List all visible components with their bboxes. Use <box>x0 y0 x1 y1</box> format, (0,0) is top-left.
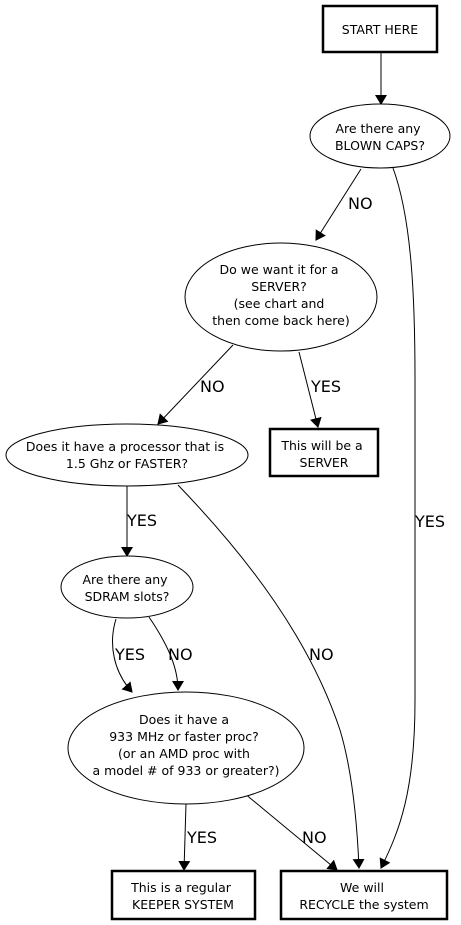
mhz-decision-line: (or an AMD proc with <box>118 746 250 761</box>
edge-label-mhz-yes: YES <box>186 828 217 847</box>
blown-caps-line: Are there any <box>335 121 421 136</box>
svg-text:Are there any SDRAM slot: Are there any SDRAM slots? <box>82 572 171 604</box>
mhz-decision-line: a model # of 933 or greater?) <box>93 763 280 778</box>
edge-label-caps-no: NO <box>348 194 373 213</box>
processor-decision-line: Does it have a processor that is <box>26 439 224 454</box>
edge-sdram-yes <box>112 618 133 693</box>
recycle-result-line: We will <box>340 880 384 895</box>
blown-caps-line: BLOWN CAPS? <box>335 138 425 153</box>
edge-label-server-yes: YES <box>310 377 341 396</box>
edge-label-server-no: NO <box>200 377 225 396</box>
edge-label-sdram-no: NO <box>168 645 193 664</box>
recycle-result: We will RECYCLE the system <box>279 869 449 921</box>
recycle-result-line: RECYCLE the system <box>299 897 428 912</box>
edge-labels: NO YES NO YES YES NO YES NO YES NO <box>114 194 445 847</box>
svg-text:We will RECYCLE the syst: We will RECYCLE the system <box>299 880 428 912</box>
svg-text:Does it have a 933 MHz o: Does it have a 933 MHz or faster proc? (… <box>93 712 280 778</box>
edge-label-caps-yes: YES <box>414 512 445 531</box>
server-result: This will be a SERVER <box>268 427 380 478</box>
edge-mhz-yes <box>178 803 191 871</box>
edge-mhz-no <box>243 792 338 871</box>
sdram-decision-line: SDRAM slots? <box>85 589 170 604</box>
keeper-result-line: KEEPER SYSTEM <box>132 897 234 912</box>
start-node-line: START HERE <box>342 22 419 37</box>
sdram-decision: Are there any SDRAM slots? <box>60 555 194 619</box>
edge-blown-caps-yes <box>379 167 416 869</box>
server-decision-line: Do we want it for a <box>220 262 339 277</box>
edge-blown-caps-no <box>315 168 362 241</box>
mhz-decision-line: 933 MHz or faster proc? <box>109 729 259 744</box>
svg-text:Are there any BLOWN CAPS: Are there any BLOWN CAPS? <box>335 121 425 153</box>
edge-server-yes <box>298 351 322 428</box>
svg-text:Does it have a processor that: Does it have a processor that is 1.5 Ghz… <box>26 439 228 471</box>
server-decision: Do we want it for a SERVER? (see chart a… <box>184 242 378 352</box>
start-node: START HERE <box>321 4 439 54</box>
edge-processor-no <box>177 484 365 869</box>
edge-sdram-no <box>148 616 184 691</box>
server-result-line: SERVER <box>300 455 349 470</box>
server-decision-line: then come back here) <box>212 313 350 328</box>
edge-label-sdram-yes: YES <box>114 645 145 664</box>
mhz-decision-line: Does it have a <box>139 712 229 727</box>
edge-label-mhz-no: NO <box>302 828 327 847</box>
server-decision-line: SERVER? <box>251 279 307 294</box>
sdram-decision-line: Are there any <box>82 572 168 587</box>
svg-text:START HERE: START HERE <box>342 22 419 37</box>
processor-decision-line: 1.5 Ghz or FASTER? <box>66 456 188 471</box>
server-decision-line: (see chart and <box>234 296 325 311</box>
svg-text:This is a regular KEEPER: This is a regular KEEPER SYSTEM <box>130 880 235 912</box>
keeper-result: This is a regular KEEPER SYSTEM <box>110 869 257 921</box>
edge-server-no <box>157 344 234 425</box>
edge-label-proc-no: NO <box>309 645 334 664</box>
server-result-line: This will be a <box>280 438 362 453</box>
svg-text:Do we want it for a SERV: Do we want it for a SERVER? (see chart a… <box>212 262 350 328</box>
edge-label-proc-yes: YES <box>126 511 157 530</box>
svg-text:This will be a SERVER: This will be a SERVER <box>280 438 366 470</box>
mhz-decision: Does it have a 933 MHz or faster proc? (… <box>67 691 305 805</box>
processor-decision: Does it have a processor that is 1.5 Ghz… <box>5 423 249 487</box>
edges <box>112 53 416 871</box>
keeper-result-line: This is a regular <box>130 880 232 895</box>
blown-caps-decision: Are there any BLOWN CAPS? <box>309 103 451 169</box>
